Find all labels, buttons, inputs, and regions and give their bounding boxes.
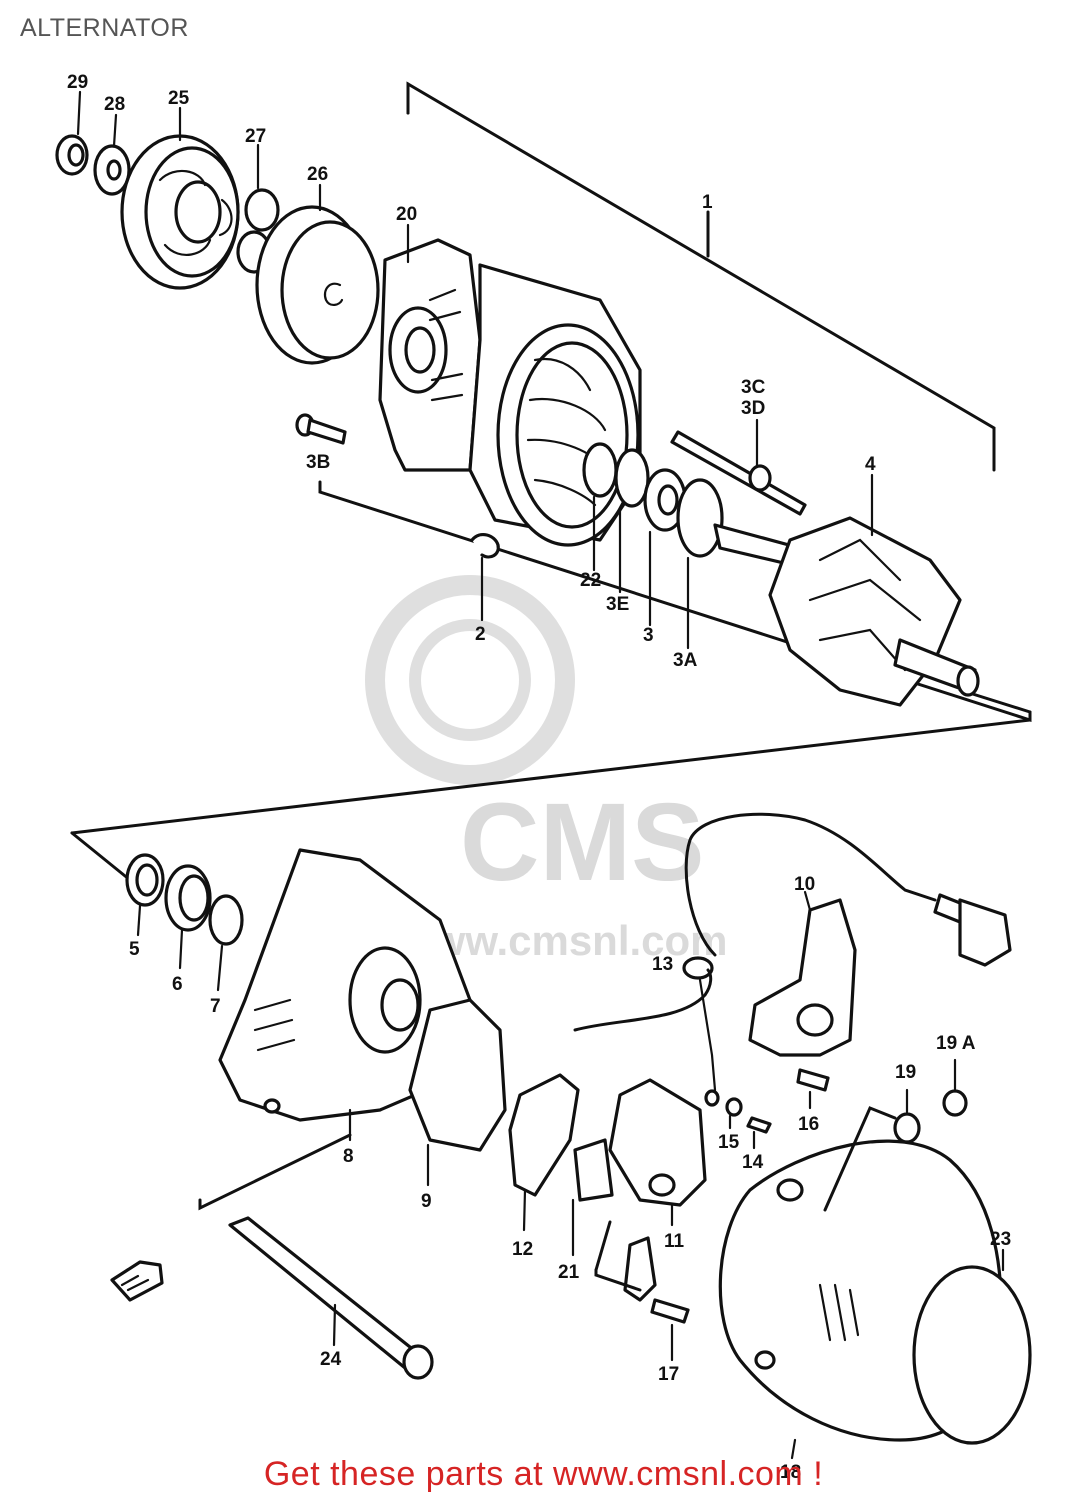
callout-22: 22 <box>580 570 601 591</box>
part-8-rear-frame <box>218 848 472 1142</box>
callout-27: 27 <box>245 126 266 147</box>
watermark: CMS www.cmsnl.com <box>365 575 728 964</box>
part-6-bearing <box>164 864 212 970</box>
callout-3B: 3B <box>306 452 330 473</box>
part-9-insulator-plate <box>408 998 507 1187</box>
callout-18: 18 <box>780 1462 801 1483</box>
assembly-divider <box>70 718 1032 882</box>
callout-4: 4 <box>865 454 876 475</box>
callout-15: 15 <box>718 1132 740 1153</box>
part-3C-3D-stud-bolt <box>670 418 807 516</box>
callout-21: 21 <box>558 1262 580 1283</box>
part-24-through-bolt <box>198 1133 434 1380</box>
part-2-clip <box>470 532 500 622</box>
callout-19A: 19 A <box>936 1033 976 1054</box>
part-3B-bolt <box>295 413 347 445</box>
callout-16: 16 <box>798 1114 819 1135</box>
callout-6: 6 <box>172 974 183 995</box>
lower-assembly <box>110 812 1032 1460</box>
callout-14: 14 <box>742 1152 764 1173</box>
part-19A-nut <box>942 1058 968 1117</box>
part-29-nut <box>55 90 89 176</box>
part-15-washer <box>725 1097 743 1130</box>
callout-17: 17 <box>658 1364 679 1385</box>
callout-1: 1 <box>702 192 713 213</box>
part-23-end-cap <box>912 1248 1032 1445</box>
part-5-ring <box>125 853 165 937</box>
page-title: ALTERNATOR <box>20 14 189 42</box>
part-3-bearing <box>643 468 687 627</box>
part-26-pulley <box>255 183 380 365</box>
callout-5: 5 <box>129 939 140 960</box>
part-12-brush-holder <box>508 1073 580 1232</box>
part-10-regulator <box>748 890 857 1057</box>
callout-23: 23 <box>990 1229 1011 1250</box>
callout-3E: 3E <box>606 594 629 615</box>
callout-3C: 3C <box>741 377 766 398</box>
part-14-screw <box>746 1116 772 1150</box>
callout-2: 2 <box>475 624 486 645</box>
part-21-cover <box>571 1138 614 1257</box>
callout-20: 20 <box>396 204 417 225</box>
part-27-spacer <box>236 143 280 274</box>
callout-3: 3 <box>643 625 654 646</box>
part-3A-plate <box>676 478 724 650</box>
part-16-screw <box>796 1068 830 1110</box>
part-7-seal <box>208 894 244 992</box>
callout-11: 11 <box>664 1231 685 1252</box>
callout-26: 26 <box>307 164 328 185</box>
watermark-logo: CMS <box>460 781 704 904</box>
callout-labels: 29 28 25 27 26 20 1 3C 3D 4 3B 22 3E 3 3… <box>67 72 1011 1483</box>
callout-19: 19 <box>895 1062 916 1083</box>
part-4-rotor <box>713 473 980 707</box>
fwd-arrow-icon <box>110 1260 164 1302</box>
part-20-drive-end-frame <box>378 223 482 472</box>
part-11-rectifier <box>608 1078 707 1227</box>
callout-12: 12 <box>512 1239 533 1260</box>
callout-13: 13 <box>652 954 673 975</box>
callout-8: 8 <box>343 1146 354 1167</box>
callout-25: 25 <box>168 88 190 109</box>
cta-link[interactable]: Get these parts at www.cmsnl.com ! <box>263 1455 824 1493</box>
callout-9: 9 <box>421 1191 432 1212</box>
part-stator-housing <box>468 263 642 547</box>
part-19-nut <box>893 1088 921 1144</box>
callout-24: 24 <box>320 1349 342 1370</box>
callout-3A: 3A <box>673 650 698 671</box>
callout-29: 29 <box>67 72 88 93</box>
part-25-cooling-fan <box>120 106 240 290</box>
part-13-wire-harness <box>573 812 1012 1107</box>
callout-7: 7 <box>210 996 221 1017</box>
part-3E-ring <box>614 448 650 594</box>
part-17-terminal-bracket <box>594 1220 690 1362</box>
callout-28: 28 <box>104 94 125 115</box>
part-28-washer <box>93 113 131 196</box>
callout-3D: 3D <box>741 398 765 419</box>
upper-assembly <box>55 81 1032 723</box>
callout-10: 10 <box>794 874 815 895</box>
